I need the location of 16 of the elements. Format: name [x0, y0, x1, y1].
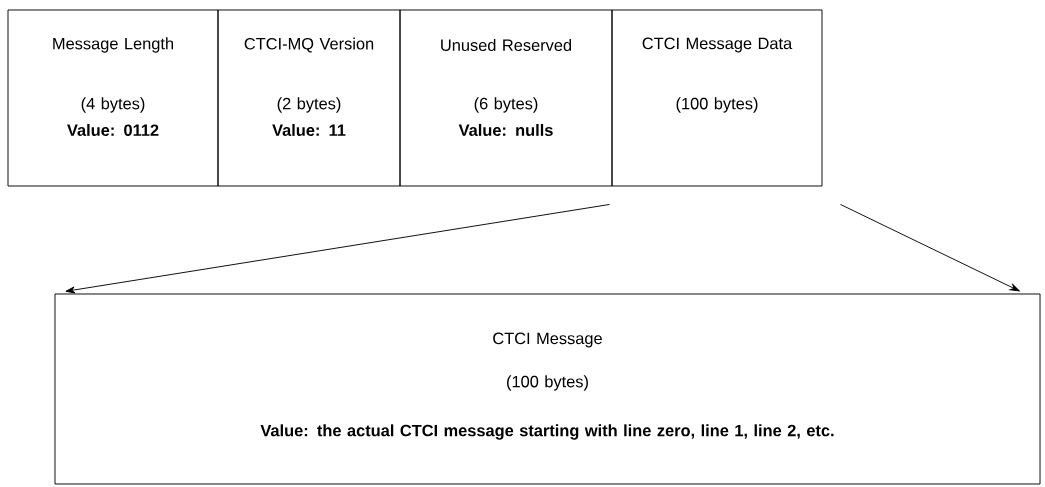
field-value: Value: 0112	[67, 123, 159, 136]
field-name: CTCI Message	[493, 332, 602, 348]
field-value: Value: 11	[272, 123, 346, 136]
field-value: Value: nulls	[458, 123, 553, 136]
field-name: Unused Reserved	[441, 38, 571, 51]
arrow	[65, 204, 610, 294]
field-name: CTCI-MQ Version	[244, 37, 374, 53]
field-value: Value: the actual CTCI message starting with line zero, line 1, line 2, etc.	[260, 424, 834, 440]
byte-size: (6 bytes)	[474, 97, 538, 113]
byte-size: (100 bytes)	[507, 375, 588, 391]
field-name: Message Length	[53, 37, 174, 53]
byte-size: (100 bytes)	[676, 97, 758, 113]
arrow	[840, 204, 1020, 292]
byte-size: (2 bytes)	[277, 97, 341, 113]
field-name: CTCI Message Data	[642, 37, 793, 53]
byte-size: (4 bytes)	[81, 97, 145, 113]
